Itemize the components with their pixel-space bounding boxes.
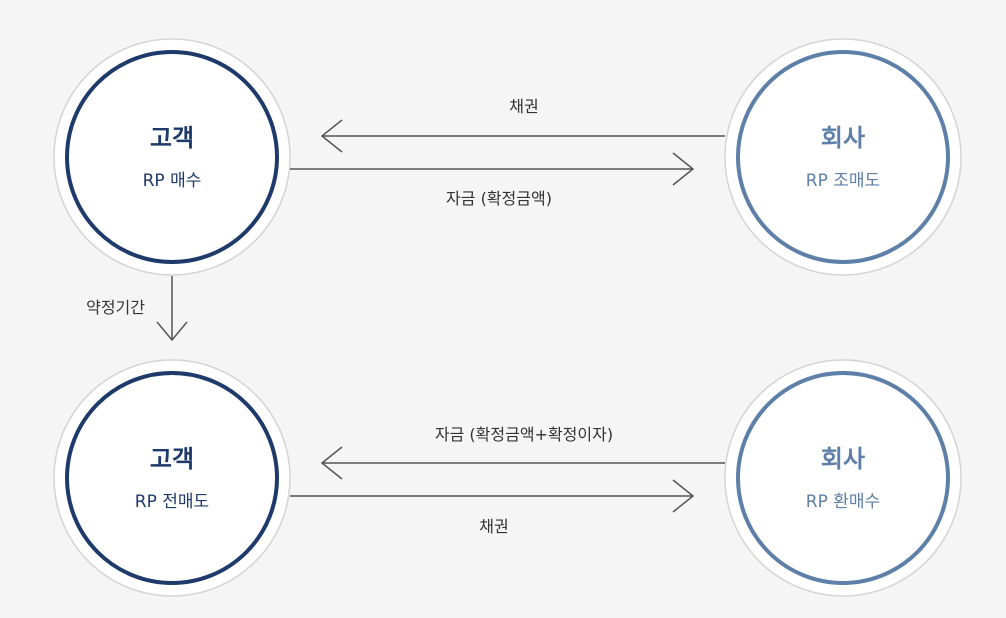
- bottom-company-title: 회사: [821, 445, 865, 473]
- top-company-title: 회사: [821, 124, 865, 152]
- arrow-right-head-icon: [672, 479, 695, 513]
- bottom-company-subtitle: RP 환매수: [806, 492, 880, 512]
- top-customer-subtitle: RP 매수: [143, 171, 202, 191]
- arrow-left-head-icon: [320, 446, 343, 480]
- top-customer-circle: [65, 50, 279, 264]
- arrow-left-head-icon: [320, 119, 343, 153]
- top-arrow-to-customer-label: 채권: [509, 97, 538, 116]
- top-company-node: 회사 RP 조매도: [724, 38, 962, 276]
- bottom-arrow-to-company: [290, 479, 695, 513]
- period-label: 약정기간: [86, 298, 145, 317]
- bottom-arrow-to-customer-label: 자금 (확정금액+확정이자): [435, 425, 613, 444]
- bottom-company-node: 회사 RP 환매수: [724, 359, 962, 597]
- bottom-company-circle: [736, 371, 950, 585]
- bottom-customer-subtitle: RP 전매도: [135, 492, 209, 512]
- bottom-arrow-to-customer: [320, 446, 725, 480]
- bottom-customer-circle: [65, 371, 279, 585]
- bottom-arrow-to-company-label: 채권: [479, 517, 508, 536]
- bottom-customer-node: 고객 RP 전매도: [53, 359, 291, 597]
- top-arrow-to-customer: [320, 119, 725, 153]
- arrow-down-head-icon: [156, 321, 188, 342]
- top-customer-node: 고객 RP 매수: [53, 38, 291, 276]
- top-customer-title: 고객: [150, 124, 194, 152]
- period-arrow: [156, 276, 188, 342]
- bottom-customer-title: 고객: [150, 445, 194, 473]
- top-company-subtitle: RP 조매도: [806, 171, 880, 191]
- top-arrow-to-company: [290, 152, 695, 186]
- top-arrow-to-company-label: 자금 (확정금액): [446, 189, 552, 208]
- arrow-right-head-icon: [672, 152, 695, 186]
- top-company-circle: [736, 50, 950, 264]
